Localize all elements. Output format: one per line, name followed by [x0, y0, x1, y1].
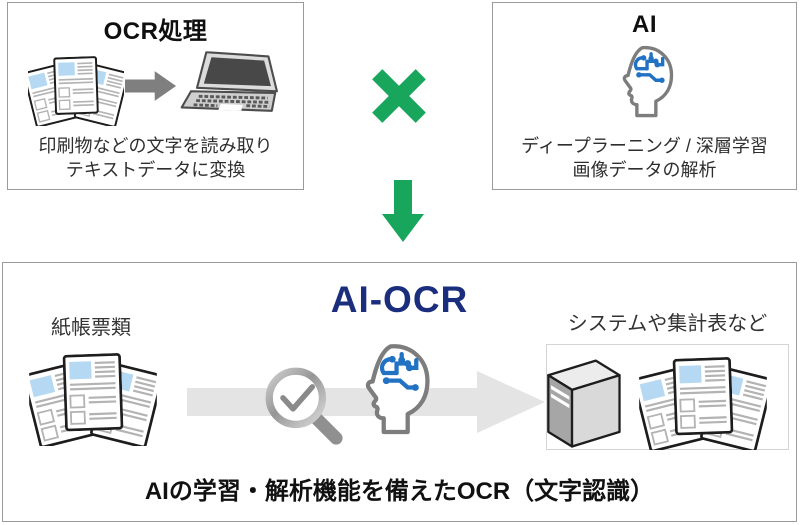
server-icon [541, 347, 625, 451]
magnifier-check-icon [261, 363, 349, 451]
ai-head-icon [611, 45, 679, 125]
ai-box: AI ディープラーニング / 深層学習 画像データの解析 [492, 2, 797, 190]
input-label: 紙帳票類 [51, 317, 131, 339]
ai-ocr-title: AI-OCR [330, 279, 469, 320]
documents-stack-icon [639, 357, 767, 450]
ocr-box-caption-line1: 印刷物などの文字を読み取り [38, 136, 273, 156]
laptop-icon [180, 51, 282, 123]
down-arrow-icon [382, 180, 424, 242]
output-area-frame [546, 344, 789, 450]
output-label: システムや集計表など [567, 313, 768, 335]
ocr-box-caption-line2: テキストデータに変換 [65, 160, 246, 180]
documents-stack-icon [28, 55, 124, 127]
ai-ocr-result-box: AI-OCR 紙帳票類 システムや集計表など AIの学習・解析機能を備えたOCR… [2, 262, 797, 522]
ocr-box-title: OCR処理 [103, 18, 208, 45]
ocr-process-box: OCR処理 印刷物などの文字を読み取り テキストデータに変換 [7, 2, 304, 190]
multiply-icon [372, 69, 426, 123]
right-arrow-icon [125, 71, 177, 101]
flow-arrow-icon [187, 371, 545, 433]
ai-head-icon [351, 343, 437, 444]
ai-box-caption-line1: ディープラーニング / 深層学習 [521, 136, 768, 156]
ai-ocr-caption: AIの学習・解析機能を備えたOCR（文字認識） [144, 478, 655, 505]
documents-stack-icon [29, 353, 157, 446]
ai-box-title: AI [632, 11, 657, 38]
ai-box-caption-line2: 画像データの解析 [572, 160, 717, 180]
